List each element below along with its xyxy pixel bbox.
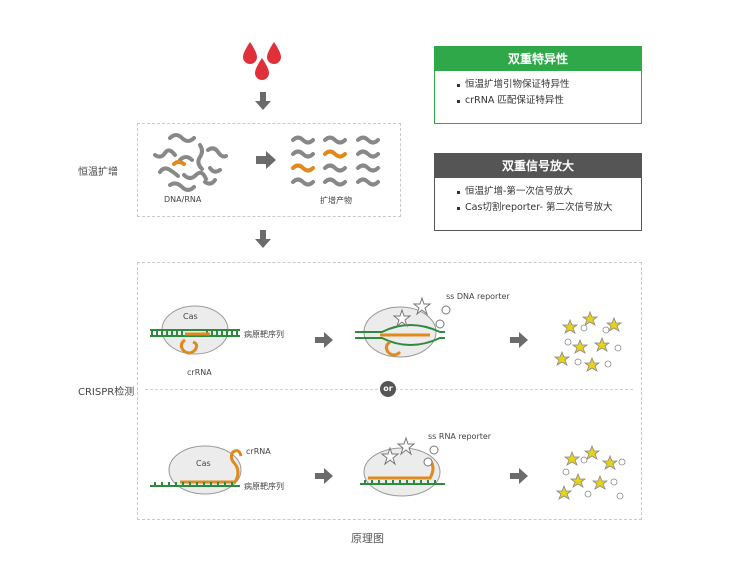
nucleic-acid-squiggles	[153, 133, 228, 192]
amplification-item: 恒温扩增-第一次信号放大	[457, 184, 641, 200]
bottom-reporter-label: ss RNA reporter	[428, 432, 492, 441]
star-reporter-icon	[601, 454, 619, 470]
star-reporter-icon	[571, 338, 589, 354]
crispr-bottom-row	[150, 436, 626, 500]
amplification-item: Cas切割reporter- 第二次信号放大	[457, 200, 641, 216]
target-dna	[150, 482, 240, 487]
specificity-item: 恒温扩增引物保证特异性	[457, 77, 641, 93]
target-dna	[150, 329, 240, 337]
bottom-target-label: 病原靶序列	[244, 482, 284, 491]
specificity-panel: 双重特异性 恒温扩增引物保证特异性 crRNA 匹配保证特异性	[434, 46, 642, 124]
crrna	[380, 333, 430, 357]
crispr-stage-label: CRISPR检测	[78, 387, 135, 398]
top-target-label: 病原靶序列	[244, 330, 284, 339]
crispr-top-row	[150, 296, 623, 372]
star-reporter-icon	[593, 336, 611, 352]
amplification-box	[137, 123, 401, 217]
cleaved-quenchers	[564, 324, 622, 368]
top-crrna-label: crRNA	[187, 368, 212, 377]
target-dna	[355, 324, 445, 346]
crispr-box	[137, 262, 642, 520]
or-badge: or	[380, 381, 396, 397]
crrna	[180, 449, 243, 484]
blood-drop-icon	[267, 42, 281, 64]
arrow-right-icon	[315, 468, 333, 484]
arrow-down-icon	[255, 92, 271, 110]
figure-caption: 原理图	[351, 532, 384, 545]
blood-drop-icon	[243, 42, 257, 64]
arrow-down-icon	[255, 230, 271, 248]
crrna	[179, 332, 210, 355]
cas-protein	[363, 447, 441, 497]
star-reporter-icon	[380, 436, 416, 466]
cleaved-reporters	[553, 310, 623, 372]
star-reporter-icon	[553, 350, 571, 366]
amplification-panel-title: 双重信号放大	[435, 154, 641, 178]
output-label: 扩增产物	[320, 196, 352, 205]
star-reporter-icon	[581, 310, 599, 326]
cleaved-quenchers	[562, 456, 626, 500]
specificity-item: crRNA 匹配保证特异性	[457, 93, 641, 109]
top-reporter-label: ss DNA reporter	[446, 292, 510, 301]
star-reporter-icon	[583, 444, 601, 460]
star-reporter-icon	[569, 472, 587, 488]
star-reporter-icon	[605, 316, 623, 332]
arrow-right-icon	[510, 468, 528, 484]
amplification-stage-label: 恒温扩增	[78, 167, 118, 178]
star-reporter-icon	[561, 318, 579, 334]
reporter-quencher	[423, 445, 439, 467]
amplification-products	[291, 135, 380, 187]
star-reporter-icon	[591, 474, 609, 490]
star-reporter-icon	[392, 296, 432, 328]
star-reporter-icon	[555, 484, 573, 500]
arrow-right-icon	[256, 151, 276, 169]
top-cas-label: Cas	[183, 312, 198, 321]
specificity-panel-title: 双重特异性	[435, 47, 641, 71]
star-reporter-icon	[563, 450, 581, 466]
blood-drop-icon	[255, 58, 269, 80]
cleaved-reporters	[555, 444, 619, 500]
amplification-panel: 双重信号放大 恒温扩增-第一次信号放大 Cas切割reporter- 第二次信号…	[434, 153, 642, 231]
star-reporter-icon	[583, 356, 601, 372]
reporter-quencher	[435, 305, 451, 329]
target-dna	[360, 480, 445, 485]
bottom-crrna-label: crRNA	[246, 447, 271, 456]
arrow-right-icon	[315, 332, 333, 348]
target-fragment	[172, 160, 186, 166]
blood-drops	[243, 42, 281, 80]
amplification-illustration	[153, 133, 380, 192]
arrow-right-icon	[510, 332, 528, 348]
input-label: DNA/RNA	[164, 195, 202, 204]
bottom-cas-label: Cas	[196, 459, 211, 468]
